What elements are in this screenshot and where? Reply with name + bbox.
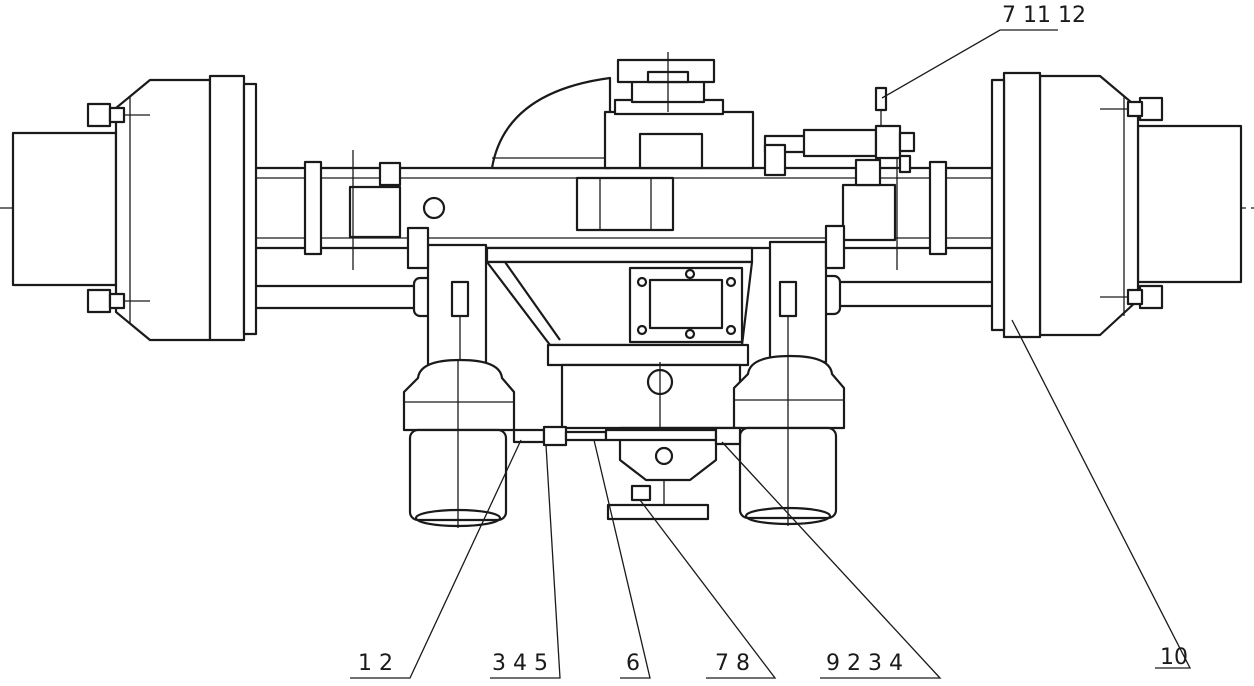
callout-5: 9 2 3 4	[826, 651, 903, 676]
brackets	[406, 224, 846, 367]
brake-pipe	[512, 425, 742, 447]
callout-1: 1 2	[358, 651, 393, 676]
callout-2: 3 4 5	[492, 651, 548, 676]
callout-6: 10	[1160, 645, 1188, 670]
right-air-chamber	[732, 354, 846, 526]
leader-lines	[350, 29, 1192, 679]
left-air-chamber	[402, 358, 516, 528]
differential-carrier	[485, 52, 755, 521]
callout-3: 6	[626, 651, 640, 676]
valve-assembly	[763, 86, 916, 177]
callout-4: 7 8	[715, 651, 750, 676]
callout-top: 7 11 12	[1002, 3, 1086, 28]
left-brake-drum	[11, 74, 258, 342]
right-brake-drum	[990, 71, 1243, 339]
